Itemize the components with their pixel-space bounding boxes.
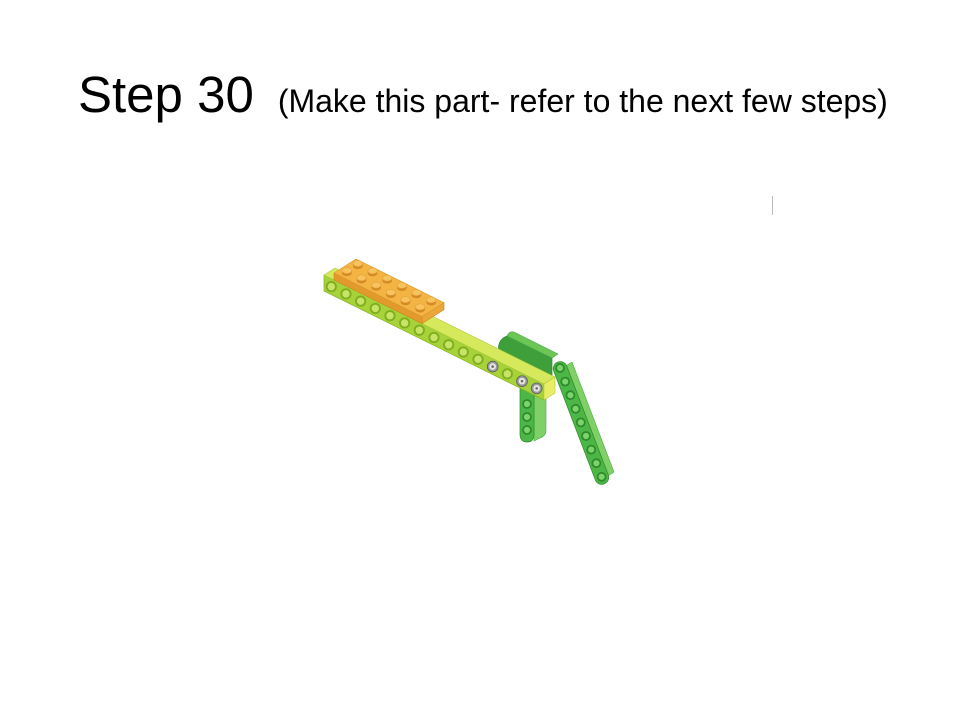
liftarm-holes xyxy=(325,281,543,395)
hole-bore xyxy=(430,333,438,342)
connector-pin xyxy=(486,360,499,373)
hole-bore xyxy=(415,326,424,334)
step-subtitle: (Make this part- refer to the next few s… xyxy=(277,83,888,119)
left-leg-holes xyxy=(522,399,532,435)
liftarm-hole xyxy=(472,353,484,365)
right-leg-hole xyxy=(570,403,581,414)
left-leg-hole xyxy=(522,425,532,435)
stud-top xyxy=(382,274,393,282)
plate-stud xyxy=(426,296,437,306)
plate-stud xyxy=(411,289,422,299)
hole-bore xyxy=(598,473,605,480)
hole-bore xyxy=(582,432,590,440)
hole-bore xyxy=(327,282,335,291)
right-leg-hole xyxy=(565,390,576,401)
right-leg-hole xyxy=(586,444,597,455)
liftarm-hole xyxy=(428,331,440,344)
liftarm-end-face xyxy=(543,376,556,401)
plate-stud xyxy=(352,260,363,270)
plate-stud xyxy=(382,274,393,284)
liftarm-hole xyxy=(501,368,513,380)
right-leg-hole xyxy=(591,458,602,469)
plate-stud xyxy=(385,289,396,298)
plate-studs xyxy=(341,260,437,313)
plate-stud xyxy=(356,274,367,284)
plate-stud xyxy=(415,303,426,313)
liftarm-hole xyxy=(413,324,425,336)
stud-top xyxy=(341,267,352,274)
liftarm-hole xyxy=(355,295,367,307)
hole-bore xyxy=(523,400,531,408)
left-leg-hole xyxy=(522,412,532,422)
hole-bore xyxy=(523,426,531,434)
stud-top xyxy=(356,274,367,282)
stud-top xyxy=(385,289,396,296)
hole-bore xyxy=(593,460,600,467)
right-leg-hole xyxy=(555,363,565,373)
right-leg-holes xyxy=(555,363,607,482)
right-leg-hole xyxy=(560,376,571,387)
pin-center xyxy=(520,379,524,383)
stud-top xyxy=(400,296,411,303)
hole-bore xyxy=(523,413,531,421)
plate-stud xyxy=(396,282,407,291)
liftarm-hole xyxy=(443,339,455,351)
divider-line xyxy=(772,196,773,215)
hole-bore xyxy=(577,419,584,426)
hole-bore xyxy=(588,446,595,453)
pin-center xyxy=(535,387,538,390)
liftarm-hole xyxy=(457,346,469,358)
left-leg-front xyxy=(519,379,535,443)
slide-heading: Step 30 (Make this part- refer to the nex… xyxy=(78,69,888,120)
hole-bore xyxy=(572,405,579,412)
stud-top xyxy=(396,282,407,289)
liftarm-hole xyxy=(325,281,337,293)
hole-bore xyxy=(400,319,409,327)
plate-stud xyxy=(367,267,378,277)
hole-bore xyxy=(386,311,394,320)
liftarm-hole xyxy=(369,302,381,315)
green-right-leg xyxy=(552,361,615,485)
left-leg-hole xyxy=(522,399,532,409)
step-title: Step 30 xyxy=(78,66,254,123)
plate-stud xyxy=(371,281,382,291)
stud-top xyxy=(415,303,426,311)
plate-top-face xyxy=(333,258,445,317)
stud-top xyxy=(352,260,363,267)
liftarm-hole xyxy=(384,310,396,322)
liftarm-hole xyxy=(340,288,352,300)
hole-bore xyxy=(503,370,512,378)
hole-bore xyxy=(567,392,574,399)
orange-plate-2x6 xyxy=(333,258,445,324)
stud-top xyxy=(411,289,422,296)
hole-bore xyxy=(474,355,482,364)
plate-stud xyxy=(400,296,411,306)
connector-pin xyxy=(530,382,543,395)
hole-bore xyxy=(342,290,350,298)
plate-stud xyxy=(341,267,352,277)
connector-pin xyxy=(516,375,528,387)
stud-top xyxy=(426,296,437,304)
pin-center xyxy=(491,365,494,368)
right-leg-hole xyxy=(596,471,607,482)
hole-bore xyxy=(556,364,564,372)
hole-bore xyxy=(459,348,468,356)
stud-top xyxy=(367,267,378,275)
liftarm-hole xyxy=(399,317,411,329)
hole-bore xyxy=(356,297,365,305)
right-leg-hole xyxy=(581,431,591,441)
stud-top xyxy=(371,281,382,289)
hole-bore xyxy=(371,304,380,313)
green-connector-top xyxy=(506,331,559,359)
right-leg-hole xyxy=(575,417,586,428)
hole-bore xyxy=(562,378,569,385)
hole-bore xyxy=(444,341,453,349)
